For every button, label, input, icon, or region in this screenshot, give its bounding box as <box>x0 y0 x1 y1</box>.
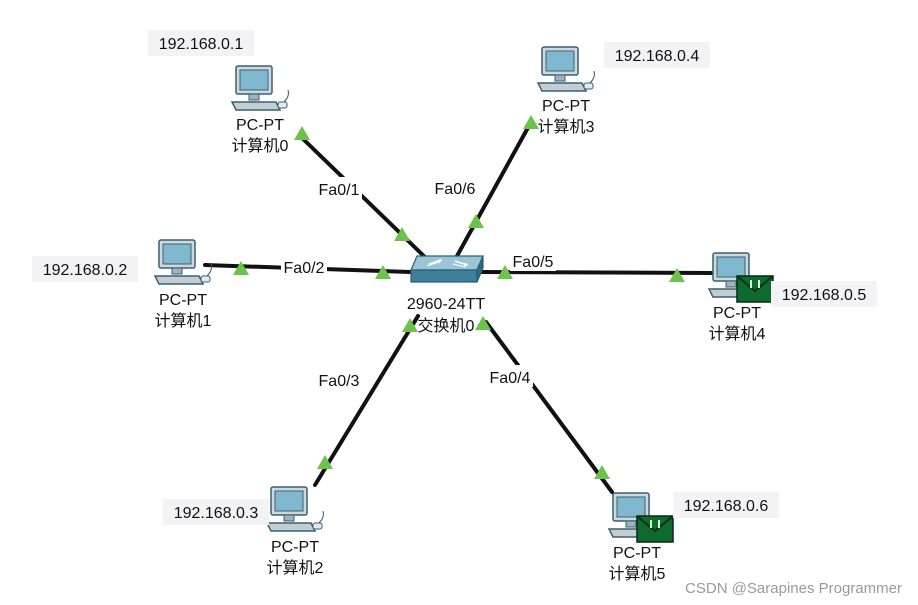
port-label-bg <box>432 176 478 198</box>
ip-address-label: 192.168.0.2 <box>43 262 128 279</box>
ip-address-label: 192.168.0.3 <box>174 505 259 522</box>
ip-label-bg <box>163 499 269 525</box>
port-label-bg <box>510 249 556 271</box>
port-label-bg <box>316 368 362 390</box>
port-label: Fa0/1 <box>319 182 360 199</box>
pc-name-label: 计算机5 <box>609 564 666 583</box>
link-status-triangle <box>402 318 418 332</box>
ip-label-bg <box>148 30 254 56</box>
ip-label-bg <box>673 492 779 518</box>
pc-model-label: PC-PT <box>159 292 207 309</box>
pc-model-label: PC-PT <box>271 539 319 556</box>
pc-1[interactable]: PC-PT 计算机1 192.168.0.2 <box>32 239 212 330</box>
switch-model-label: 2960-24TT <box>407 296 485 313</box>
network-link[interactable] <box>313 314 420 487</box>
ip-label-bg <box>604 42 710 68</box>
pc-0[interactable]: PC-PT 计算机0 192.168.0.1 <box>148 30 289 155</box>
ip-address-label: 192.168.0.6 <box>684 498 769 515</box>
pc-model-label: PC-PT <box>542 98 590 115</box>
pc-name-label: 计算机2 <box>267 558 324 577</box>
switch-name-label: 交换机0 <box>418 317 475 335</box>
network-link[interactable] <box>484 320 614 494</box>
envelope-icon <box>736 275 774 303</box>
switch-icon <box>410 255 484 283</box>
port-label: Fa0/5 <box>513 254 554 271</box>
link-status-triangle <box>317 455 333 469</box>
pc-name-label: 计算机3 <box>538 117 595 136</box>
network-link[interactable] <box>480 270 714 275</box>
link-status-triangle <box>294 126 310 140</box>
link-status-triangle <box>468 214 484 228</box>
link-status-triangle <box>394 227 410 241</box>
link-status-triangle <box>523 115 539 129</box>
pc-icon <box>265 486 324 532</box>
pc-model-label: PC-PT <box>236 117 284 134</box>
link-status-triangle <box>497 265 513 279</box>
envelope-icon <box>636 515 674 543</box>
pc-5[interactable]: PC-PT 计算机5 192.168.0.6 <box>607 492 779 583</box>
ip-label-bg <box>32 256 138 282</box>
pc-2[interactable]: PC-PT 计算机2 192.168.0.3 <box>163 486 324 577</box>
link-status-triangle <box>669 268 685 282</box>
port-label: Fa0/4 <box>490 370 531 387</box>
pc-icon <box>230 65 289 111</box>
link-status-triangle <box>233 261 249 275</box>
link-status-triangle <box>375 265 391 279</box>
ip-label-bg <box>771 281 877 307</box>
port-label-bg <box>487 365 533 387</box>
pc-icon <box>153 239 212 285</box>
link-status-triangle <box>594 465 610 479</box>
pc-name-label: 计算机0 <box>232 136 289 155</box>
watermark: CSDN @Sarapines Programmer <box>685 580 902 597</box>
network-link[interactable] <box>455 122 532 258</box>
port-label: Fa0/2 <box>284 260 325 277</box>
pc-name-label: 计算机1 <box>155 311 212 330</box>
link-status-triangle <box>475 316 491 330</box>
ip-address-label: 192.168.0.5 <box>782 287 867 304</box>
pc-model-label: PC-PT <box>613 545 661 562</box>
ip-address-label: 192.168.0.4 <box>615 48 700 65</box>
ip-address-label: 192.168.0.1 <box>159 36 244 53</box>
pc-name-label: 计算机4 <box>709 324 766 343</box>
port-label-bg <box>316 177 362 199</box>
pc-model-label: PC-PT <box>713 305 761 322</box>
pc-4[interactable]: PC-PT 计算机4 192.168.0.5 <box>707 252 877 343</box>
pcs-layer: PC-PT 计算机0 192.168.0.1PC-PT 计算机1 192.168.0.2… <box>32 30 877 583</box>
pc-icon <box>536 46 595 92</box>
switch-2960[interactable]: 2960-24TT 交换机0 <box>407 255 485 335</box>
pc-3[interactable]: PC-PT 计算机3 192.168.0.4 <box>536 42 710 136</box>
link-status-layer <box>233 115 685 479</box>
port-label: Fa0/3 <box>319 373 360 390</box>
port-label: Fa0/6 <box>435 181 476 198</box>
port-label-bg <box>281 255 327 277</box>
